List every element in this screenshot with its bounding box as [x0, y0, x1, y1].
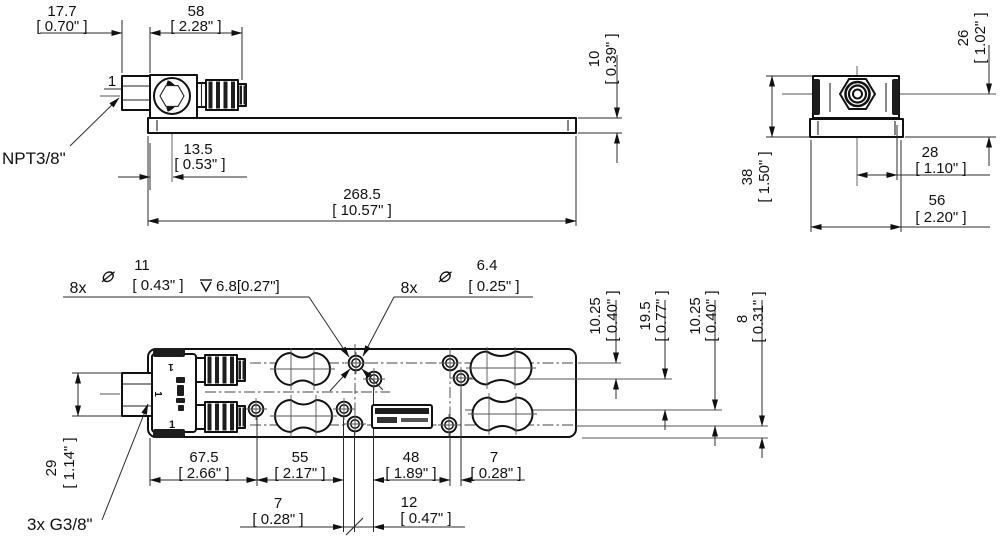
brand-logo-mark — [176, 377, 185, 411]
hole — [333, 398, 355, 420]
th-mm: 6.4 — [477, 257, 498, 274]
dim-55-mm: 55 — [292, 449, 309, 466]
connector-end-left — [813, 79, 820, 115]
slotted-holes — [270, 347, 537, 437]
hole — [344, 413, 366, 435]
hex-fitting-side — [121, 75, 151, 111]
through-hole-callout: 8x ⌀ 6.4 [ 0.25" ] — [361, 257, 533, 391]
dim-268-5-mm: 268.5 — [343, 186, 381, 203]
m12-connector-plan-top — [195, 354, 246, 386]
cb-mm: 11 — [134, 257, 150, 274]
th-count: 8x — [401, 280, 418, 297]
dim-195-mm: 19.5 — [637, 301, 654, 330]
dim-26-in: [ 1.02" ] — [972, 12, 989, 63]
cb-count: 8x — [70, 280, 87, 297]
side-view-dimensions: 17.7 [ 0.70" ] 58 [ 2.28" ] 13.5 [ 0.53"… — [2, 3, 622, 226]
hex-fitting-plan — [121, 372, 153, 417]
dim-7b-in: [ 0.28" ] — [252, 511, 303, 528]
end-view — [782, 66, 996, 186]
dim-38-mm: 38 — [739, 169, 756, 186]
dim-7a-mm: 7 — [490, 449, 498, 466]
hole — [439, 352, 461, 374]
plan-view-dimensions: 8x ⌀ 11 [ 0.43" ] 6.8[0.27"] 8x ⌀ 6.4 [ … — [27, 257, 767, 536]
counterbored-holes — [245, 352, 472, 436]
dim-56-in: [ 2.20" ] — [915, 209, 966, 226]
base-plate-end — [809, 118, 904, 138]
connector-end-right — [892, 79, 899, 115]
dim-58-mm: 58 — [188, 3, 205, 20]
port-1-mark-bottom: 1 — [169, 419, 175, 431]
dim-7b-mm: 7 — [274, 495, 282, 512]
dim-675-mm: 67.5 — [189, 449, 218, 466]
dim-7a-in: [ 0.28" ] — [470, 465, 521, 482]
dim-17-7-mm: 17.7 — [47, 3, 76, 20]
dim-8-in: [ 0.31" ] — [750, 291, 767, 342]
th-diameter-icon: ⌀ — [438, 264, 453, 287]
npt-port-label: NPT3/8" — [2, 149, 66, 168]
dim-56-mm: 56 — [929, 192, 946, 209]
hole — [345, 352, 367, 374]
side-view — [100, 74, 577, 182]
port-bore — [852, 88, 863, 100]
mounting-bar — [147, 117, 577, 134]
mount-tab-top — [153, 348, 185, 357]
m12-connector-plan-bottom — [195, 401, 246, 433]
hole — [245, 398, 267, 420]
dim-268-5-in: [ 10.57" ] — [332, 202, 392, 219]
dim-48-mm: 48 — [403, 449, 420, 466]
dim-29-in: [ 1.14" ] — [61, 437, 78, 488]
port-1-mark-mid: 1 — [152, 391, 163, 397]
depth-symbol-icon — [200, 279, 212, 293]
hole — [363, 368, 385, 390]
dim-1025a-mm: 10.25 — [587, 297, 604, 335]
dim-26-mm: 26 — [955, 30, 972, 47]
dim-675-in: [ 2.66" ] — [178, 465, 229, 482]
port-1-label: 1 — [108, 73, 116, 90]
dim-10-mm: 10 — [586, 51, 603, 68]
cb-depth: 6.8[0.27"] — [216, 278, 280, 295]
dim-195-in: [ 0.77" ] — [653, 290, 670, 341]
dim-1025b-mm: 10.25 — [687, 297, 704, 335]
mount-tab-bottom — [153, 429, 185, 438]
dim-29-mm: 29 — [43, 460, 60, 477]
m12-connector-side — [196, 79, 247, 111]
hole — [438, 414, 460, 436]
dim-17-7-in: [ 0.70" ] — [36, 18, 87, 35]
dim-8-mm: 8 — [734, 315, 751, 323]
port-1-mark-top: 1 — [168, 361, 174, 372]
dim-13-5-mm: 13.5 — [183, 141, 212, 158]
dim-28-in: [ 1.10" ] — [915, 160, 966, 177]
cb-diameter-icon: ⌀ — [101, 264, 116, 287]
nameplate — [371, 404, 433, 429]
counterbore-callout: 8x ⌀ 11 [ 0.43" ] 6.8[0.27"] — [63, 257, 351, 392]
dim-10-in: [ 0.39" ] — [603, 33, 620, 84]
hole — [450, 367, 472, 389]
plan-view: 1 1 1 — [100, 344, 768, 532]
end-view-dimensions: 38 [ 1.50" ] 26 [ 1.02" ] 28 [ 1.10" ] 5… — [739, 12, 996, 232]
dim-55-in: [ 2.17" ] — [274, 465, 325, 482]
g-ports-label: 3x G3/8" — [27, 515, 93, 534]
hex-socket — [159, 85, 185, 107]
dim-12-in: [ 0.47" ] — [400, 510, 451, 527]
dim-1025b-in: [ 0.40" ] — [703, 290, 720, 341]
dim-13-5-in: [ 0.53" ] — [174, 156, 225, 173]
cb-in: [ 0.43" ] — [132, 277, 183, 294]
th-in: [ 0.25" ] — [468, 278, 519, 295]
dim-28-mm: 28 — [922, 144, 939, 161]
dim-48-in: [ 1.89" ] — [385, 465, 436, 482]
dim-38-in: [ 1.50" ] — [756, 151, 773, 202]
dim-12-mm: 12 — [401, 494, 418, 511]
dim-58-in: [ 2.28" ] — [170, 18, 221, 35]
dim-1025a-in: [ 0.40" ] — [604, 290, 621, 341]
